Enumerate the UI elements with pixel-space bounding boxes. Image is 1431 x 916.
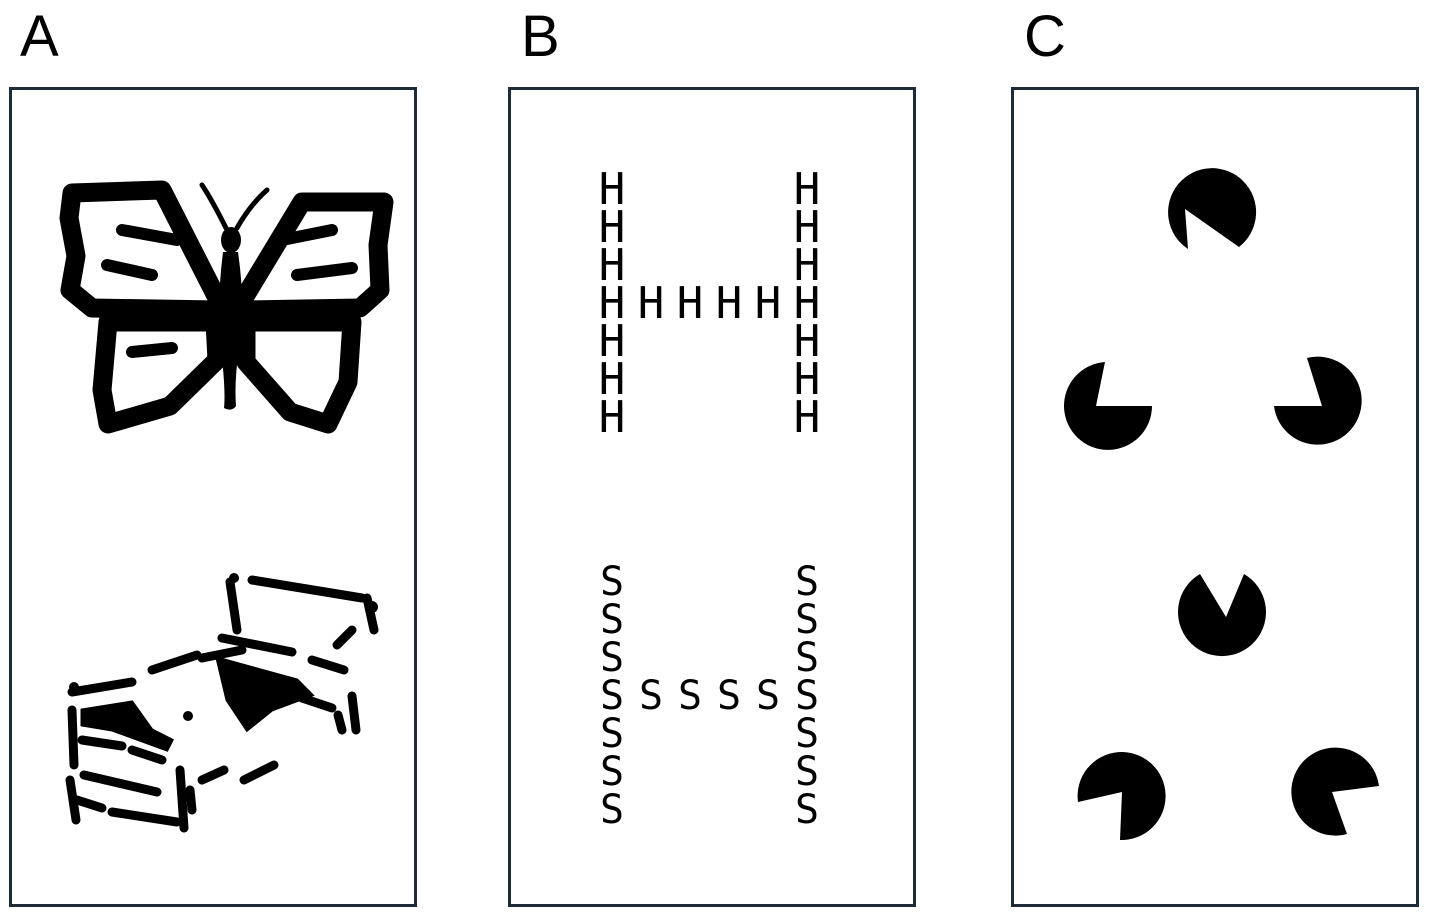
- pacman-inducer: [1291, 747, 1379, 836]
- bed-drawing: [65, 573, 379, 833]
- local-letter: S: [678, 673, 702, 719]
- local-letter: S: [600, 597, 624, 643]
- local-letter: H: [794, 240, 821, 291]
- pacman-inducer: [1077, 752, 1166, 841]
- local-letter: H: [794, 164, 821, 215]
- butterfly-drawing: [59, 180, 394, 434]
- pacman-inducer: [1168, 168, 1257, 249]
- local-letter: H: [794, 392, 821, 443]
- local-letter: S: [795, 559, 819, 605]
- local-letter: H: [599, 316, 626, 367]
- panel-c-frame: [1011, 87, 1419, 907]
- local-letter: H: [599, 202, 626, 253]
- panel-letter-a: A: [20, 4, 59, 69]
- local-letter: S: [600, 635, 624, 681]
- local-letter: H: [638, 278, 665, 329]
- kanizsa-triangle-downward: [1077, 574, 1379, 841]
- local-letter: H: [599, 164, 626, 215]
- local-letter: S: [600, 749, 624, 795]
- local-letter: S: [795, 597, 819, 643]
- local-letter: S: [600, 711, 624, 757]
- panel-letter-b: B: [521, 4, 560, 69]
- panel-c-figures: [1064, 168, 1379, 841]
- local-letter: S: [795, 673, 819, 719]
- panel-a-figures: [59, 180, 394, 833]
- local-letter: S: [600, 673, 624, 719]
- pacman-inducer: [1064, 362, 1152, 450]
- local-letter: H: [599, 240, 626, 291]
- local-letter: H: [599, 278, 626, 329]
- local-letter: H: [794, 316, 821, 367]
- local-letter: S: [717, 673, 741, 719]
- local-letter: H: [794, 202, 821, 253]
- local-letter: H: [599, 392, 626, 443]
- local-letter: S: [795, 635, 819, 681]
- local-letter: H: [716, 278, 743, 329]
- kanizsa-triangle-upward: [1064, 168, 1362, 450]
- local-letter: S: [795, 787, 819, 833]
- panel-letter-c: C: [1024, 4, 1066, 69]
- local-letter: S: [600, 787, 624, 833]
- local-letter: S: [639, 673, 663, 719]
- local-letter: H: [794, 278, 821, 329]
- local-letter: S: [795, 749, 819, 795]
- local-letter: H: [794, 354, 821, 405]
- local-letter: S: [600, 559, 624, 605]
- local-letter: S: [756, 673, 780, 719]
- pacman-inducer: [1178, 574, 1266, 657]
- local-letter: H: [677, 278, 704, 329]
- pacman-inducer: [1274, 356, 1362, 445]
- local-letter: H: [599, 354, 626, 405]
- panel-a-frame: [9, 87, 417, 907]
- local-letter: S: [795, 711, 819, 757]
- local-letter: H: [755, 278, 782, 329]
